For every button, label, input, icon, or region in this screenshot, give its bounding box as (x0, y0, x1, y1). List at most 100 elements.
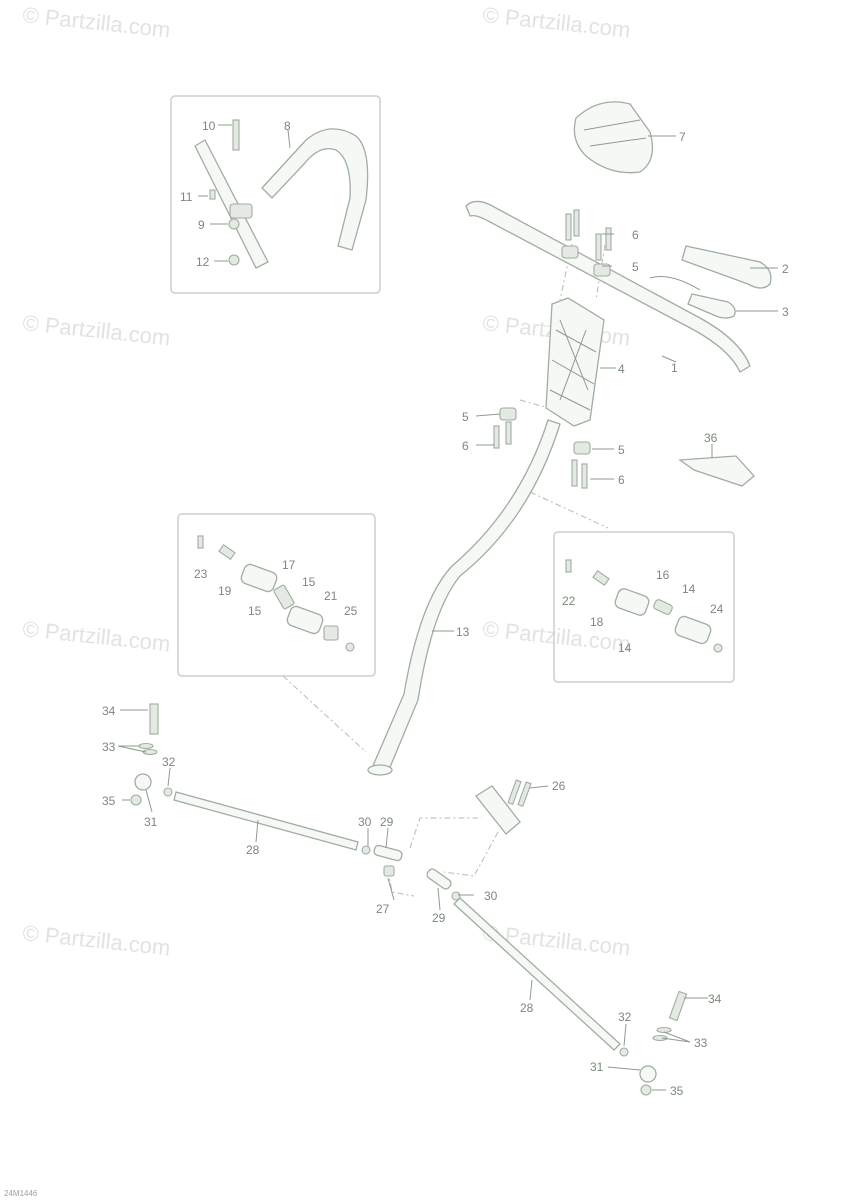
detail-right-joint (565, 559, 723, 653)
callout-6-left: 6 (462, 439, 469, 453)
clamp-bracket (229, 203, 253, 219)
detail-box-left-joint (177, 513, 376, 677)
watermark-5: © Partzilla.com (21, 616, 171, 656)
callout-6-right: 6 (618, 473, 625, 487)
callout-23: 23 (194, 567, 208, 581)
rod-end-29-left (373, 844, 403, 862)
callout-5-upper: 5 (632, 260, 639, 274)
callout-13: 13 (456, 625, 470, 639)
washer-9 (228, 218, 240, 230)
watermark-7: © Partzilla.com (21, 920, 171, 960)
clamp-5-right (573, 441, 591, 455)
nut-30-right (451, 891, 461, 901)
pin-22 (565, 559, 572, 573)
sleeve-19 (218, 543, 236, 561)
nut-32-right (619, 1047, 629, 1057)
bolt-6-left-b (505, 421, 512, 445)
bolt-6-right-b (581, 463, 588, 489)
right-tie-rod-assembly (426, 868, 688, 1096)
callout-32-right: 32 (618, 1010, 632, 1024)
nut-35-left (130, 794, 142, 806)
spring-17 (273, 584, 295, 610)
housing-15-a (240, 563, 278, 593)
ball-joint-31-right (639, 1065, 657, 1083)
bolt-6-upper-right-a (595, 233, 602, 261)
detail-box-right-joint (553, 531, 735, 683)
callout-34-right: 34 (708, 992, 722, 1006)
grip-3 (687, 293, 736, 319)
callout-14-lower: 14 (618, 641, 632, 655)
column-collar (367, 764, 393, 776)
detail-left-joint (197, 535, 355, 652)
callout-34-left: 34 (102, 704, 116, 718)
callout-19: 19 (218, 584, 232, 598)
callout-9: 9 (198, 218, 205, 232)
bracket-26 (475, 785, 521, 835)
diagram-code: 24M1446 (4, 1189, 38, 1198)
washer-33-left-a (138, 742, 154, 750)
callout-29-left: 29 (380, 815, 394, 829)
watermark-1: © Partzilla.com (21, 2, 171, 42)
housing-14-a (614, 588, 650, 616)
callout-17: 17 (282, 558, 296, 572)
callout-33-left: 33 (102, 740, 116, 754)
callout-14-upper: 14 (682, 582, 696, 596)
handlebar-1 (465, 200, 751, 373)
callout-33-right: 33 (694, 1036, 708, 1050)
nut-25 (345, 642, 355, 652)
clamp-5-upper-right (593, 263, 611, 277)
callout-28-right: 28 (520, 1001, 534, 1015)
callout-30-left: 30 (358, 815, 372, 829)
callout-28-left: 28 (246, 843, 260, 857)
sleeve-18 (592, 569, 610, 587)
washer-33-right-a (656, 1026, 672, 1034)
grip-2 (681, 245, 772, 289)
washer-33-left-b (142, 748, 158, 756)
watermark-2: © Partzilla.com (481, 2, 631, 42)
callout-16: 16 (656, 568, 670, 582)
bolt-6-right-a (571, 459, 578, 487)
leader-lines (117, 124, 778, 1091)
rod-end-29-right (426, 868, 452, 890)
callout-32-left: 32 (162, 755, 176, 769)
pin-23 (197, 535, 204, 549)
bolt-34-right (668, 990, 688, 1022)
handlebar-pad-8 (261, 128, 369, 251)
steering-column-13 (371, 419, 561, 773)
callout-27: 27 (376, 902, 390, 916)
callout-36: 36 (704, 431, 718, 445)
housing-15-b (286, 605, 324, 635)
callout-26: 26 (552, 779, 566, 793)
callout-31-right: 31 (590, 1060, 604, 1074)
watermark-6: © Partzilla.com (481, 616, 631, 656)
callout-8: 8 (284, 119, 291, 133)
tie-rod-28-left (173, 791, 359, 851)
bolt-6-top-b (573, 209, 580, 237)
callout-6-upper: 6 (632, 228, 639, 242)
throttle-cable (649, 276, 701, 291)
nut-24 (713, 643, 723, 653)
callout-29-right: 29 (432, 911, 446, 925)
callout-21: 21 (324, 589, 338, 603)
callout-30-right: 30 (484, 889, 498, 903)
pad-7 (573, 101, 654, 174)
callout-18: 18 (590, 615, 604, 629)
bolt-6-top-a (565, 213, 572, 241)
nut-12 (228, 254, 240, 266)
callout-25: 25 (344, 604, 358, 618)
bushing-27 (383, 865, 395, 877)
callout-24: 24 (710, 602, 724, 616)
detail-handlebar-clamp (194, 119, 369, 269)
bolt-34-left (149, 703, 159, 735)
callout-2: 2 (782, 262, 789, 276)
callout-7: 7 (679, 130, 686, 144)
callout-35-left: 35 (102, 794, 116, 808)
steering-column-4 (545, 297, 605, 427)
ball-joint-31-left (134, 773, 152, 791)
callout-10: 10 (202, 119, 216, 133)
callout-35-right: 35 (670, 1084, 684, 1098)
clamp-5-top (561, 245, 579, 259)
callout-12: 12 (196, 255, 210, 269)
washer-33-right-b (652, 1034, 668, 1042)
detail-box-handlebar-clamp (170, 95, 381, 294)
